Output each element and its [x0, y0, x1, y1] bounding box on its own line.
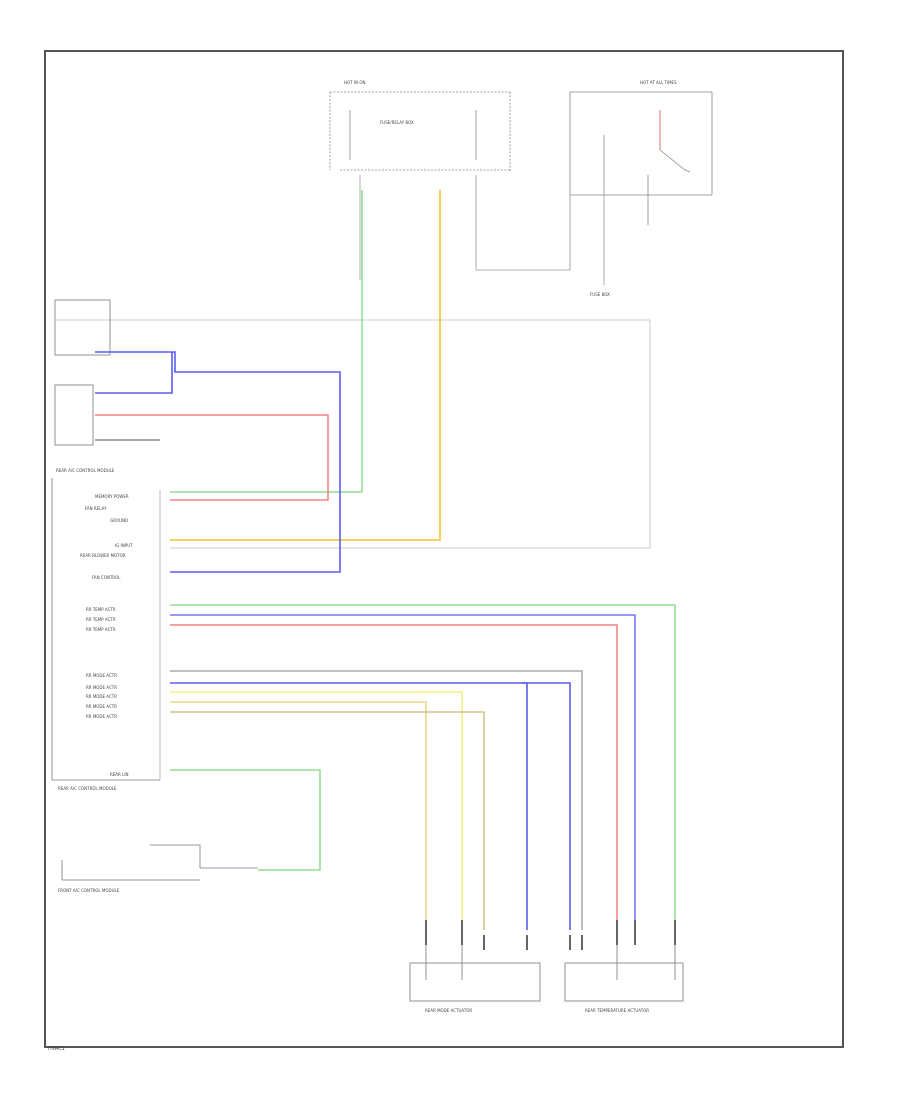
wire-red-main — [95, 414, 329, 501]
wire-red-rr — [170, 624, 618, 930]
front-module-box — [61, 844, 201, 881]
wire-blue-mode-2 — [522, 682, 528, 930]
connector-group — [359, 175, 571, 280]
pin-label: RR MODE ACTR — [86, 704, 117, 709]
wire-yellow-main — [170, 190, 441, 541]
pin-label: RR TEMP ACTR — [86, 607, 116, 612]
pin-label: REAR LIN — [110, 772, 129, 777]
wire-dark-mode — [170, 711, 485, 930]
wire-blue-loop — [95, 352, 173, 394]
wire-yellow-mode-2 — [170, 701, 427, 930]
rear-control-module-label: REAR A/C CONTROL MODULE — [58, 786, 117, 791]
pin-label: FAN CONTROL — [92, 575, 121, 580]
pin-label: IG INPUT — [115, 543, 133, 548]
rear-mode-actuator-box — [409, 962, 541, 1002]
pin-label: RR TEMP ACTR — [86, 617, 116, 622]
front-module — [61, 844, 258, 881]
wire-lin — [170, 769, 321, 871]
wires — [95, 190, 676, 930]
fuse-box-right-label: FUSE BOX — [590, 292, 610, 297]
pin-label: GROUND — [110, 518, 129, 523]
pin-label: REAR BLOWER MOTOR — [80, 553, 126, 558]
rear-unit-top-label: REAR A/C CONTROL MODULE — [56, 468, 115, 473]
relay-switch — [659, 149, 691, 173]
top-fuse-area — [55, 91, 713, 549]
wire-green-rr — [170, 604, 676, 930]
hot-label-left: HOT IN ON — [344, 80, 366, 85]
resistor-box — [54, 299, 111, 356]
pin-label: MEMORY POWER — [95, 494, 129, 499]
wire-gray-mode — [170, 670, 583, 930]
pin-label: FAN RELAY — [85, 506, 107, 511]
rear-mode-actuator-label: REAR MODE ACTUATOR — [425, 1008, 473, 1013]
rear-temp-actuator-box — [564, 962, 684, 1002]
upper-left-components — [51, 299, 161, 781]
pin-label: RR TEMP ACTR — [86, 627, 116, 632]
front-module-label: FRONT A/C CONTROL MODULE — [58, 888, 120, 893]
blower-box — [54, 384, 94, 446]
hot-label-right: HOT AT ALL TIMES — [640, 80, 677, 85]
diagram-frame — [44, 50, 844, 1048]
fuse-box-left-outline — [329, 91, 511, 172]
wire-blue-top — [95, 351, 341, 573]
main-module-outline — [51, 478, 160, 781]
pin-label: RR MODE ACTR — [86, 685, 117, 690]
pin-label: RR MODE ACTR — [86, 714, 117, 719]
pin-label: RR MODE ACTR — [86, 673, 117, 678]
fuse-box-right-outline — [569, 91, 713, 196]
wire-yellow-mode — [170, 691, 463, 930]
wire-blue-mode — [170, 682, 571, 930]
footer-label: HVAC1 — [48, 1046, 65, 1052]
actuators — [409, 920, 684, 1002]
rear-temp-actuator-label: REAR TEMPERATURE ACTUATOR — [585, 1008, 650, 1013]
fuse-box-left-label: FUSE/RELAY BOX — [380, 120, 414, 125]
pin-label: RR MODE ACTR — [86, 694, 117, 699]
wire-green-main — [170, 190, 363, 493]
wire-blue-rr — [170, 614, 636, 930]
